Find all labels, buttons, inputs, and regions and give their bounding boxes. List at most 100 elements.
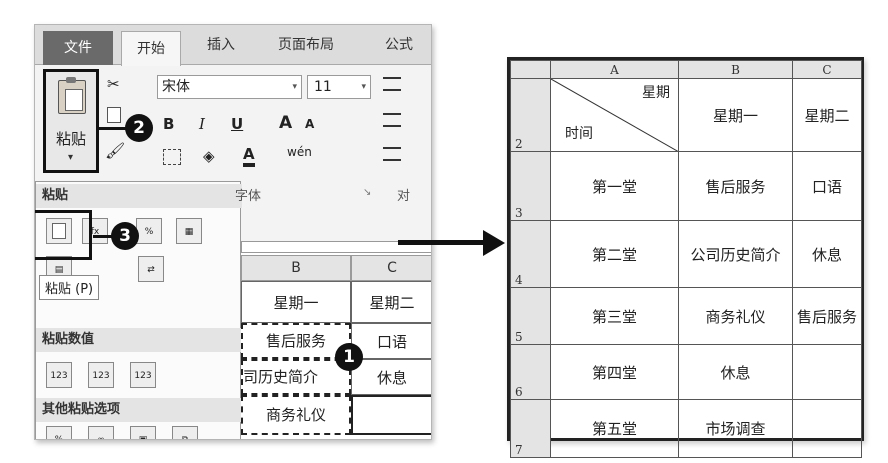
align-left-icon[interactable]	[383, 147, 401, 161]
shrink-font-button[interactable]: A	[305, 117, 315, 131]
cell[interactable]	[792, 399, 862, 458]
column-header-c[interactable]: C	[351, 255, 431, 281]
paste-link-icon[interactable]: ∞	[88, 426, 114, 439]
menu-section-paste-values: 粘贴数值	[36, 328, 242, 352]
cell[interactable]: 星期一	[678, 78, 793, 152]
cell[interactable]: 售后服务	[792, 287, 862, 345]
group-label-alignment: 对	[397, 189, 411, 204]
grow-font-button[interactable]: A	[279, 113, 293, 133]
row-header[interactable]: 7	[510, 399, 551, 458]
cell[interactable]: 商务礼仪	[241, 395, 351, 435]
column-header-b[interactable]: B	[241, 255, 351, 281]
tab-file[interactable]: 文件	[43, 31, 113, 65]
diagonal-header-cell[interactable]: 星期 时间	[550, 78, 679, 152]
cell[interactable]: 第五堂	[550, 399, 679, 458]
chevron-down-icon: ▾	[361, 82, 366, 92]
step-marker-1: 1	[335, 343, 363, 371]
paste-options-menu: 粘贴 fx % ▦ ▤ ⇄ 粘贴数值 123 123 123 其他粘贴选项 % …	[35, 181, 242, 439]
cell[interactable]: 第一堂	[550, 151, 679, 221]
cell[interactable]: 市场调查	[678, 399, 793, 458]
formula-bar[interactable]	[241, 241, 431, 253]
cell[interactable]: 星期一	[241, 281, 351, 323]
cell[interactable]: 星期二	[351, 281, 431, 323]
cell[interactable]: 休息	[351, 359, 431, 395]
cell-selected[interactable]	[351, 395, 431, 435]
diagonal-line	[551, 79, 678, 151]
paste-button[interactable]: 粘贴 ▾	[43, 69, 99, 173]
paste-option-highlight	[35, 210, 92, 260]
cell[interactable]: 司历史简介	[241, 359, 351, 395]
cell[interactable]: 商务礼仪	[678, 287, 793, 345]
cell[interactable]: 星期二	[792, 78, 862, 152]
row-header[interactable]: 5	[510, 287, 551, 345]
tab-insert[interactable]: 插入	[207, 37, 235, 53]
paste-formatting-icon[interactable]: %	[46, 426, 72, 439]
row-header[interactable]: 3	[510, 151, 551, 221]
result-table: A B C 2 星期 时间 星期一 星期二 3 第一堂 售后服务 口语 4 第二…	[510, 60, 862, 458]
step-marker-2: 2	[125, 114, 153, 142]
paste-values-icon[interactable]: 123	[46, 362, 72, 388]
excel-ribbon-screenshot: 文件 开始 插入 页面布局 公式 粘贴 ▾ ✂ 🖌 宋体 ▾ 11 ▾ B I …	[34, 24, 432, 440]
align-middle-icon[interactable]	[383, 113, 401, 127]
font-color-icon[interactable]: A	[243, 145, 255, 167]
paste-keep-format-icon[interactable]: ▦	[176, 218, 202, 244]
phonetic-guide-icon[interactable]: wén	[287, 145, 312, 159]
cell[interactable]: 口语	[351, 323, 431, 359]
paste-transpose-icon[interactable]: ⇄	[138, 256, 164, 282]
paste-linked-picture-icon[interactable]: ⧉	[172, 426, 198, 439]
cell[interactable]: 休息	[792, 220, 862, 288]
underline-button[interactable]: U	[231, 115, 244, 133]
fill-color-icon[interactable]: ◈	[203, 147, 215, 165]
row-header[interactable]: 4	[510, 220, 551, 288]
dialog-launcher-icon[interactable]: ↘	[363, 187, 372, 198]
cell[interactable]: 休息	[678, 344, 793, 400]
step-pointer-line	[93, 235, 115, 238]
paste-formulas-icon[interactable]: fx	[82, 218, 108, 244]
diagonal-bottom-label: 时间	[565, 126, 593, 142]
font-size-select[interactable]: 11 ▾	[307, 75, 371, 99]
column-header-b[interactable]: B	[678, 60, 793, 79]
arrow-shaft	[398, 240, 486, 245]
chevron-down-icon: ▾	[292, 82, 297, 92]
result-worksheet: A B C 2 星期 时间 星期一 星期二 3 第一堂 售后服务 口语 4 第二…	[507, 57, 864, 458]
tab-home[interactable]: 开始	[121, 31, 181, 66]
select-all-corner[interactable]	[510, 60, 551, 79]
row-header[interactable]: 2	[510, 78, 551, 152]
paste-option-icon[interactable]	[46, 218, 72, 244]
paste-tooltip: 粘贴 (P)	[39, 275, 100, 300]
cell[interactable]: 公司历史简介	[678, 220, 793, 288]
paste-values-number-icon[interactable]: 123	[88, 362, 114, 388]
cell[interactable]: 第三堂	[550, 287, 679, 345]
paste-values-format-icon[interactable]: 123	[130, 362, 156, 388]
bold-button[interactable]: B	[163, 115, 175, 133]
italic-button[interactable]: I	[199, 115, 205, 133]
paste-picture-icon[interactable]: ▣	[130, 426, 156, 439]
menu-section-paste: 粘贴	[36, 184, 242, 208]
cell[interactable]: 售后服务	[678, 151, 793, 221]
menu-section-other-paste: 其他粘贴选项	[36, 398, 242, 422]
cut-icon[interactable]: ✂	[107, 75, 120, 93]
font-name-select[interactable]: 宋体 ▾	[157, 75, 302, 99]
cell[interactable]	[792, 344, 862, 400]
cell[interactable]: 口语	[792, 151, 862, 221]
column-header-c[interactable]: C	[792, 60, 862, 79]
tab-page-layout[interactable]: 页面布局	[278, 37, 334, 53]
paste-formulas-number-icon[interactable]: %	[136, 218, 162, 244]
step-marker-3: 3	[111, 222, 139, 250]
cell[interactable]: 第四堂	[550, 344, 679, 400]
tab-formulas[interactable]: 公式	[385, 37, 413, 53]
align-top-icon[interactable]	[383, 77, 401, 91]
cell[interactable]: 售后服务	[241, 323, 351, 359]
ribbon-tab-bar: 文件 开始 插入 页面布局 公式	[35, 25, 431, 66]
chevron-down-icon: ▾	[68, 152, 74, 163]
font-name-value: 宋体	[162, 79, 190, 95]
copy-icon[interactable]	[107, 107, 121, 123]
row-header[interactable]: 6	[510, 344, 551, 400]
column-header-a[interactable]: A	[550, 60, 679, 79]
format-painter-icon[interactable]: 🖌	[105, 141, 126, 160]
arrow-right-icon	[483, 230, 505, 256]
clipboard-icon	[58, 77, 86, 114]
worksheet-fragment: B C 星期一 星期二 售后服务 口语 司历史简介 休息 商务礼仪	[241, 241, 431, 439]
cell[interactable]: 第二堂	[550, 220, 679, 288]
border-icon[interactable]	[163, 149, 181, 165]
